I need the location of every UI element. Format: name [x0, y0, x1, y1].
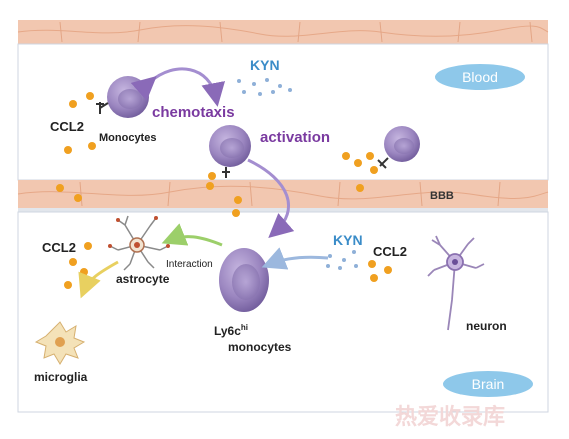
- vessel-wall-top: [17, 20, 549, 44]
- ly6c-label-main: Ly6c: [214, 324, 241, 338]
- watermark-text: 热爱收录库: [395, 404, 505, 430]
- microglia-label: microglia: [34, 370, 88, 384]
- bbb-label: BBB: [430, 190, 454, 202]
- kyn-brain-arrow: [261, 247, 329, 270]
- ly6c-monocytes-label: monocytes: [228, 340, 292, 354]
- ly6c-monocyte: [219, 248, 269, 312]
- neuron-label: neuron: [466, 319, 507, 333]
- activated-monocyte: [209, 125, 251, 178]
- brain-label-badge: Brain: [443, 371, 533, 397]
- monocytes-label: Monocytes: [99, 132, 156, 144]
- monocyte-bbb-right: [377, 126, 420, 169]
- migration-arrow: [247, 158, 295, 238]
- brain-label: Brain: [472, 376, 505, 392]
- ccl2-label-right: CCL2: [373, 244, 407, 259]
- blood-label-badge: Blood: [435, 64, 525, 90]
- receptor-icon: [377, 157, 389, 169]
- ly6c-label: Ly6chi: [214, 323, 248, 338]
- ccl2-label-top: CCL2: [50, 119, 84, 134]
- ccl2-dots-bbb-left: [56, 184, 82, 202]
- neuron-cell: [427, 235, 485, 331]
- ccl2-dots-bbb-center: [206, 172, 242, 217]
- chemotaxis-label: chemotaxis: [152, 104, 235, 121]
- kyn-dots-bottom: [326, 250, 358, 270]
- kyn-dots-top: [237, 78, 292, 96]
- chemotaxis-arrow: [130, 67, 226, 107]
- blood-label: Blood: [462, 69, 498, 85]
- ccl2-dots-blood-right: [342, 152, 378, 192]
- receptor-icon: [222, 167, 230, 178]
- interaction-arrow: [161, 223, 223, 247]
- kyn-label-bottom: KYN: [333, 232, 363, 248]
- interaction-label: Interaction: [166, 259, 213, 270]
- activation-label: activation: [260, 129, 330, 146]
- ly6c-label-sup: hi: [241, 323, 248, 332]
- astrocyte-cell: [108, 215, 170, 271]
- ccl2-dots-brain-right: [368, 260, 392, 282]
- ccl2-label-left: CCL2: [42, 240, 76, 255]
- kyn-label-top: KYN: [250, 57, 280, 73]
- ccr2-receptor-icon: [96, 102, 109, 114]
- microglia-cell: [34, 321, 86, 365]
- astrocyte-output-arrow: [78, 260, 119, 299]
- astrocyte-label: astrocyte: [116, 272, 170, 286]
- bbb-layer: [17, 180, 549, 212]
- blood-compartment: [17, 43, 549, 181]
- ccl2-dots-blood-left: [64, 92, 96, 154]
